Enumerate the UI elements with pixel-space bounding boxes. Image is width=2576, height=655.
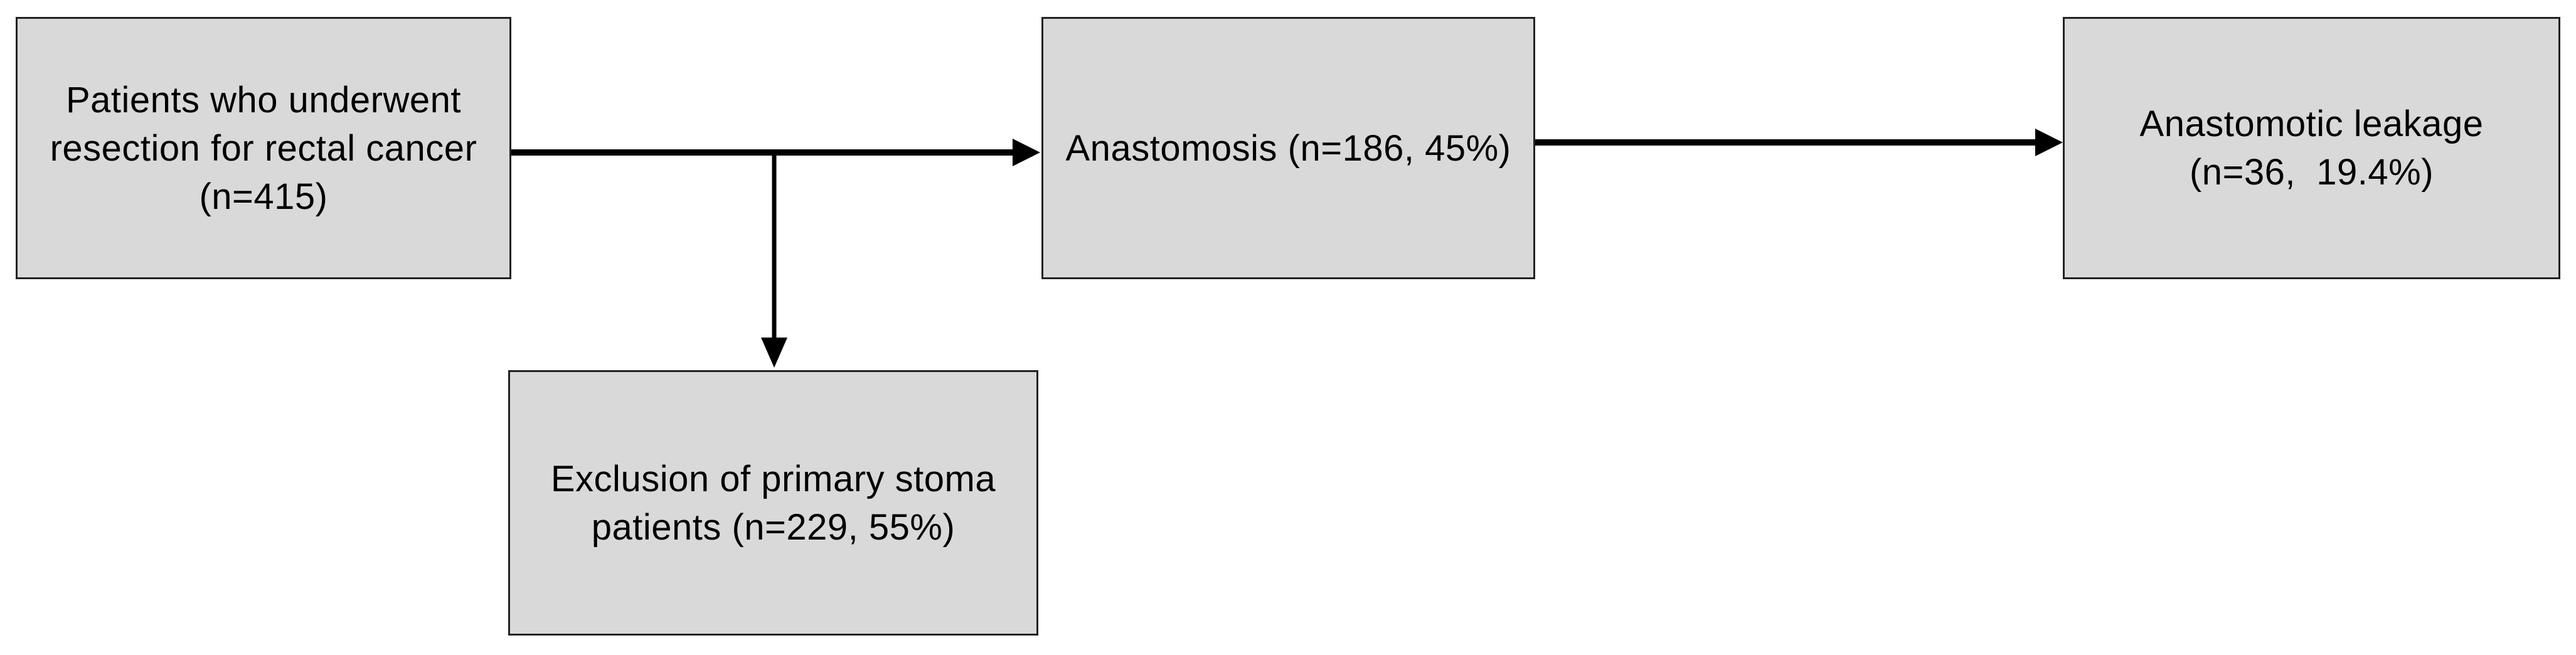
node-anastomosis-label: Anastomosis (n=186, 45%): [1065, 127, 1511, 169]
arrow-anastomosis-to-leakage: [1535, 129, 2063, 156]
arrow-resection-to-exclusion: [761, 152, 787, 368]
node-exclusion: Exclusion of primary stoma patients (n=2…: [508, 370, 1038, 636]
arrow-resection-to-anastomosis: [511, 139, 1040, 166]
node-resection: Patients who underwent resection for rec…: [16, 17, 511, 279]
node-anastomotic-leakage-label: Anastomotic leakage (n=36, 19.4%): [2139, 104, 2484, 193]
node-anastomosis: Anastomosis (n=186, 45%): [1041, 17, 1535, 279]
node-resection-label: Patients who underwent resection for rec…: [50, 79, 477, 217]
node-exclusion-label: Exclusion of primary stoma patients (n=2…: [550, 458, 996, 548]
node-anastomotic-leakage: Anastomotic leakage (n=36, 19.4%): [2063, 17, 2560, 279]
